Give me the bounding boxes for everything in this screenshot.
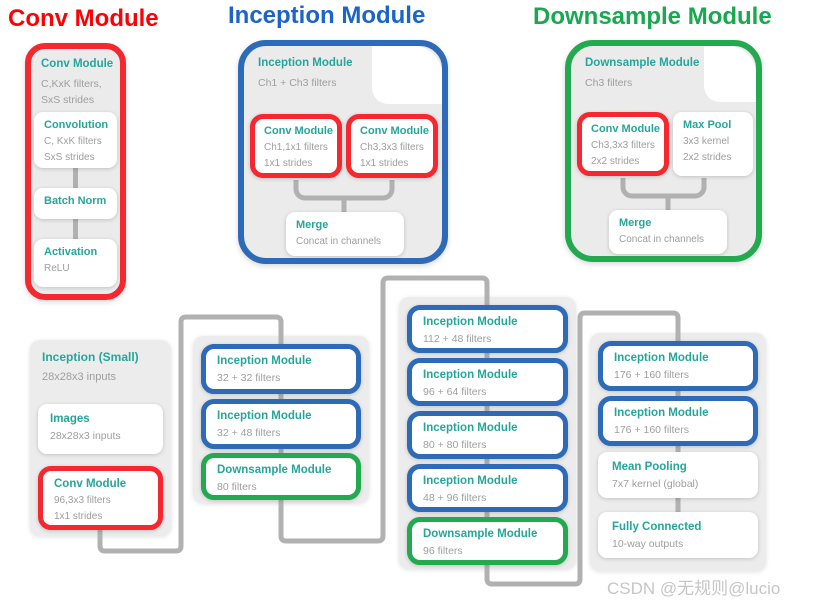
card-title: Inception Module [423, 369, 518, 381]
merge-line1: Concat in channels [296, 236, 382, 247]
branch-line1: Ch3,3x3 filters [360, 142, 424, 153]
card-line1: 80 filters [217, 481, 257, 493]
connector-batchnorm-activation [73, 219, 78, 239]
fully-connected-card: Fully Connected 10-way outputs [598, 512, 758, 558]
card-title: Conv Module [54, 478, 127, 490]
inception-module-diagram: Inception Module Ch1 + Ch3 filters Conv … [238, 40, 448, 264]
card-line1: 96 filters [423, 545, 463, 557]
batch-norm-card: Batch Norm [34, 188, 117, 219]
downsample-branch-maxpool-card: Max Pool 3x3 kernel 2x2 strides [673, 112, 753, 176]
downsample-header-title: Downsample Module [585, 57, 700, 69]
col2-inception-1-card: Inception Module 32 + 32 filters [201, 344, 361, 394]
images-card: Images 28x28x3 inputs [38, 404, 163, 454]
card-title: Inception Module [217, 355, 312, 367]
col3-downsample-card: Downsample Module 96 filters [407, 517, 568, 565]
branch-title: Conv Module [360, 125, 430, 137]
card-line1: 112 + 48 filters [423, 333, 492, 345]
card-title: Inception Module [423, 475, 518, 487]
card-line2: 1x1 strides [54, 511, 103, 522]
conv-module-small-card: Conv Module 96,3x3 filters 1x1 strides [38, 466, 163, 530]
merge-title: Merge [619, 217, 652, 229]
convolution-card: Convolution C, KxK filters SxS strides [34, 112, 117, 168]
card-line1: 10-way outputs [612, 538, 684, 550]
card-title: Inception Module [614, 352, 709, 364]
merge-line1: Concat in channels [619, 234, 705, 245]
conv-module-header-line1: C,KxK filters, [41, 78, 102, 90]
downsample-module-diagram: Downsample Module Ch3 filters Conv Modul… [565, 40, 762, 262]
downsample-header-line1: Ch3 filters [585, 77, 633, 89]
activation-line1: ReLU [44, 263, 70, 274]
col2-downsample-card: Downsample Module 80 filters [201, 453, 361, 500]
branch-line2: 2x2 strides [591, 156, 640, 167]
activation-card: Activation ReLU [34, 239, 117, 287]
downsample-module-body: Downsample Module Ch3 filters Conv Modul… [571, 46, 756, 256]
heading-conv-module: Conv Module [8, 5, 159, 32]
card-title: Inception Module [614, 407, 709, 419]
inception-merge-card: Merge Concat in channels [286, 212, 404, 256]
card-title: Fully Connected [612, 521, 702, 533]
header-notch [704, 46, 756, 102]
col4-inception-2-card: Inception Module 176 + 160 filters [598, 396, 758, 446]
card-line1: 32 + 48 filters [217, 427, 281, 439]
branch-line2: 1x1 strides [264, 158, 313, 169]
network-title: Inception (Small) [42, 350, 139, 364]
conv-module-diagram: Conv Module C,KxK filters, SxS strides C… [25, 43, 126, 300]
mean-pooling-card: Mean Pooling 7x7 kernel (global) [598, 452, 758, 498]
branch-line2: 1x1 strides [360, 158, 409, 169]
header-notch [372, 46, 442, 104]
connector-conv-batchnorm [73, 168, 78, 188]
watermark: CSDN @无规则@lucio [607, 579, 781, 598]
card-title: Mean Pooling [612, 461, 687, 473]
col3-inception-2-card: Inception Module 96 + 64 filters [407, 358, 568, 406]
conv-module-header-title: Conv Module [41, 58, 114, 70]
card-title: Inception Module [217, 410, 312, 422]
card-line1: 32 + 32 filters [217, 372, 281, 384]
card-title: Inception Module [423, 316, 518, 328]
merge-title: Merge [296, 219, 329, 231]
branch-line1: Ch1,1x1 filters [264, 142, 328, 153]
inception-header-title: Inception Module [258, 57, 353, 69]
branch-line2: 2x2 strides [683, 152, 732, 163]
card-line1: 28x28x3 inputs [50, 430, 121, 442]
card-line1: 7x7 kernel (global) [612, 478, 699, 490]
card-line1: 96 + 64 filters [423, 386, 487, 398]
col3-inception-3-card: Inception Module 80 + 80 filters [407, 411, 568, 459]
branch-title: Conv Module [264, 125, 334, 137]
heading-downsample-module: Downsample Module [533, 3, 772, 30]
card-title: Images [50, 413, 90, 425]
downsample-merge-card: Merge Concat in channels [609, 210, 727, 254]
downsample-branch-conv-card: Conv Module Ch3,3x3 filters 2x2 strides [577, 112, 669, 176]
network-subtitle: 28x28x3 inputs [42, 371, 116, 383]
card-line1: 176 + 160 filters [614, 424, 690, 436]
branch-title: Max Pool [683, 119, 732, 131]
col3-inception-4-card: Inception Module 48 + 96 filters [407, 464, 568, 512]
inception-header-line1: Ch1 + Ch3 filters [258, 77, 337, 89]
convolution-title: Convolution [44, 119, 109, 131]
branch-line1: Ch3,3x3 filters [591, 140, 655, 151]
convolution-line1: C, KxK filters [44, 136, 102, 147]
col3-inception-1-card: Inception Module 112 + 48 filters [407, 305, 568, 353]
inception-branch-conv1x1-card: Conv Module Ch1,1x1 filters 1x1 strides [250, 114, 342, 178]
card-line1: 176 + 160 filters [614, 369, 690, 381]
card-line1: 80 + 80 filters [423, 439, 487, 451]
branch-title: Conv Module [591, 123, 661, 135]
card-title: Inception Module [423, 422, 518, 434]
card-title: Downsample Module [217, 464, 332, 476]
inception-branch-conv3x3-card: Conv Module Ch3,3x3 filters 1x1 strides [346, 114, 438, 178]
col2-inception-2-card: Inception Module 32 + 48 filters [201, 399, 361, 449]
conv-module-body: Conv Module C,KxK filters, SxS strides C… [31, 49, 120, 294]
card-line1: 96,3x3 filters [54, 495, 111, 506]
convolution-line2: SxS strides [44, 152, 95, 163]
activation-title: Activation [44, 246, 98, 258]
merge-bracket-lines [293, 180, 395, 214]
inception-module-body: Inception Module Ch1 + Ch3 filters Conv … [244, 46, 442, 258]
merge-bracket-lines [620, 178, 707, 212]
card-title: Downsample Module [423, 528, 538, 540]
col4-inception-1-card: Inception Module 176 + 160 filters [598, 341, 758, 391]
card-line1: 48 + 96 filters [423, 492, 487, 504]
batch-norm-title: Batch Norm [44, 195, 107, 207]
conv-module-header-line2: SxS strides [41, 94, 95, 106]
branch-line1: 3x3 kernel [683, 136, 730, 147]
heading-inception-module: Inception Module [228, 2, 426, 29]
